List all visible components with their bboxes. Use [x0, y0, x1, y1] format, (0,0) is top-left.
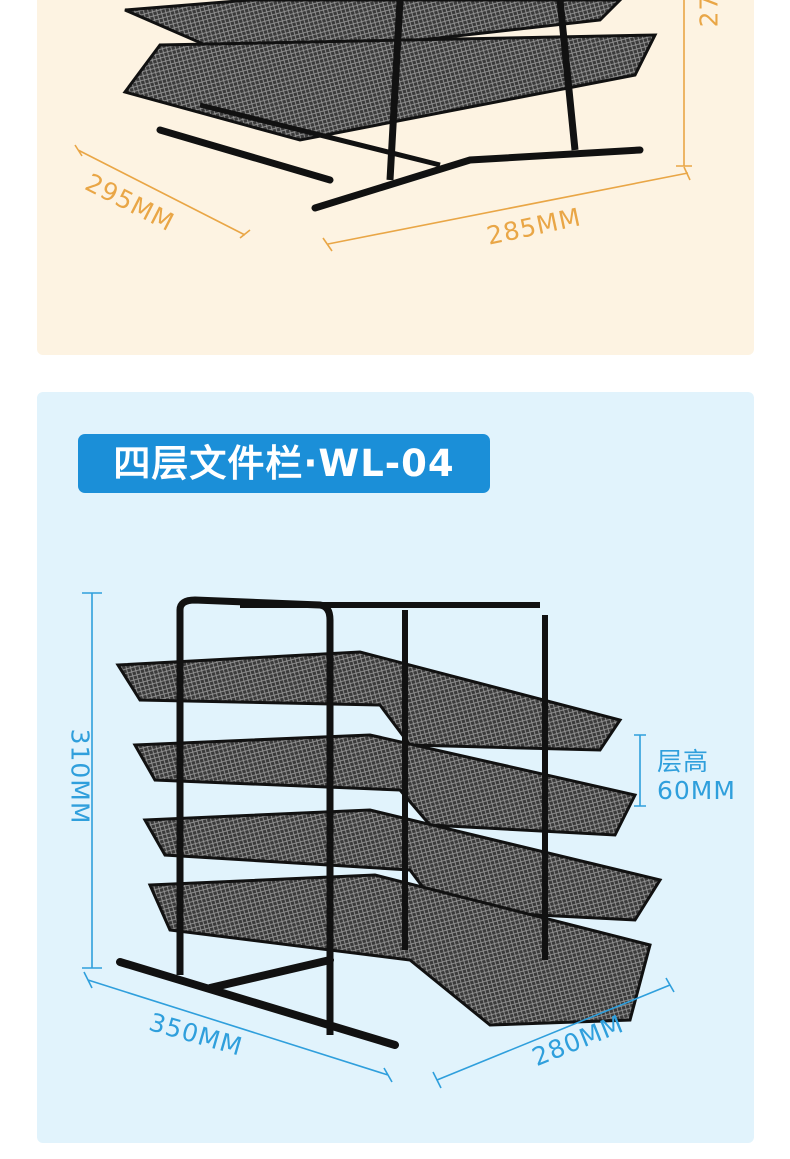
- three-tier-tray-image: [122, 0, 658, 212]
- product-title-badge: 四层文件栏·WL-04: [78, 434, 490, 493]
- orange-dimension-lines: [74, 0, 692, 252]
- layer-height-label: 层高: [657, 747, 710, 776]
- height-dimension-label: 310MM: [65, 728, 95, 825]
- layer-height-value: 60MM: [657, 776, 736, 805]
- four-tier-tray-image: [115, 596, 663, 1049]
- blue-dimension-lines: [82, 592, 675, 1089]
- height-dimension-label: 27: [694, 0, 724, 28]
